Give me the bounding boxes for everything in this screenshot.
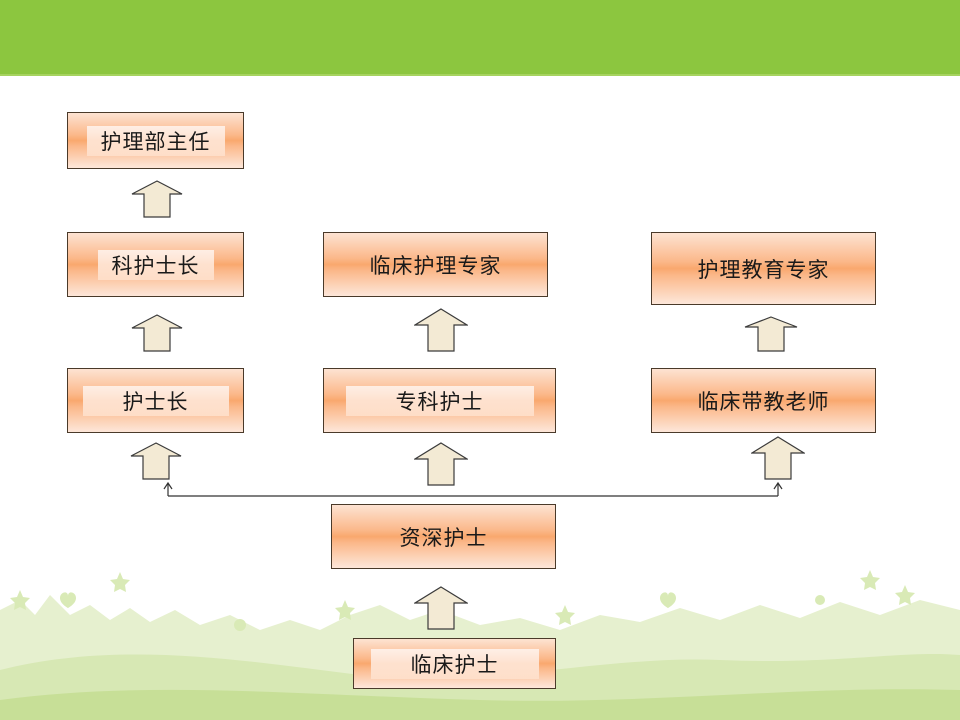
up-arrow-icon bbox=[414, 442, 468, 486]
node-dept-head-nurse-label: 科护士长 bbox=[97, 249, 214, 280]
node-senior-nurse: 资深护士 bbox=[331, 504, 556, 569]
node-specialist-nurse-label: 专科护士 bbox=[345, 385, 534, 416]
node-head-nurse: 护士长 bbox=[67, 368, 244, 433]
node-clinical-preceptor-label: 临床带教老师 bbox=[697, 389, 830, 414]
node-specialist-nurse: 专科护士 bbox=[323, 368, 556, 433]
node-clinical-expert: 临床护理专家 bbox=[323, 232, 548, 297]
node-head-nurse-label: 护士长 bbox=[82, 385, 229, 416]
node-clinical-nurse-label: 临床护士 bbox=[370, 648, 539, 679]
node-director-label: 护理部主任 bbox=[86, 125, 225, 156]
header-band bbox=[0, 0, 960, 74]
node-education-expert-label: 护理教育专家 bbox=[697, 257, 830, 282]
up-arrow-icon bbox=[744, 316, 798, 352]
node-senior-nurse-label: 资深护士 bbox=[399, 525, 488, 550]
up-arrow-icon bbox=[131, 180, 183, 218]
up-arrow-icon bbox=[130, 442, 182, 480]
up-arrow-icon bbox=[131, 314, 183, 352]
up-arrow-icon bbox=[414, 586, 468, 630]
node-clinical-expert-label: 临床护理专家 bbox=[369, 253, 502, 278]
node-director: 护理部主任 bbox=[67, 112, 244, 169]
up-arrow-icon bbox=[751, 436, 805, 480]
up-arrow-icon bbox=[414, 308, 468, 352]
node-dept-head-nurse: 科护士长 bbox=[67, 232, 244, 297]
node-clinical-nurse: 临床护士 bbox=[353, 638, 556, 689]
node-clinical-preceptor: 临床带教老师 bbox=[651, 368, 876, 433]
node-education-expert: 护理教育专家 bbox=[651, 232, 876, 305]
